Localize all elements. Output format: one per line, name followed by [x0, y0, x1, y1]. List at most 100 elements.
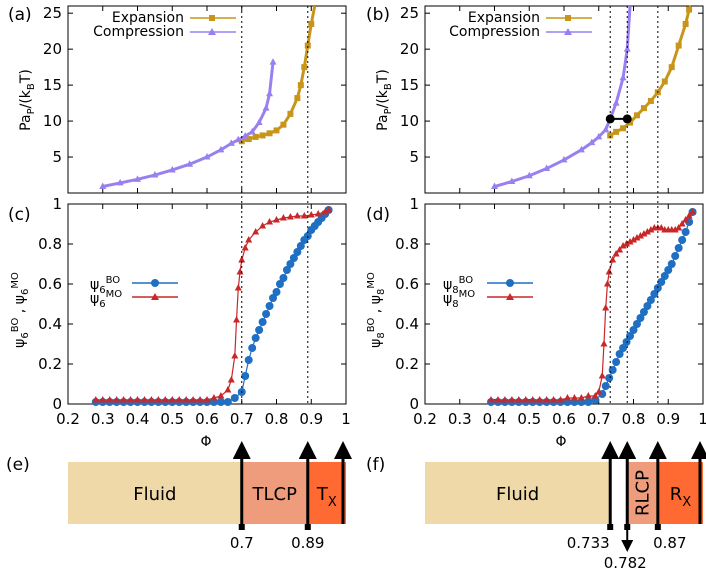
- x-tick-label-c: 0.5: [160, 410, 184, 428]
- data-point-c-1: [233, 316, 241, 323]
- y-tick-label-b: 5: [409, 148, 419, 166]
- y-tick-label-d: 1: [409, 195, 419, 213]
- legend-a-compression-marker: [208, 28, 216, 35]
- x-tick-label-d: 0.5: [517, 410, 541, 428]
- data-point-d-1: [557, 396, 565, 403]
- data-point-c-1: [168, 396, 176, 403]
- data-point-d-0: [632, 320, 641, 328]
- data-point-d-1: [515, 396, 523, 403]
- data-point-c-1: [134, 396, 141, 403]
- panel-label-a: (a): [8, 5, 32, 25]
- y-tick-label-c: 0.4: [38, 315, 62, 333]
- data-point-c-0: [289, 254, 298, 262]
- data-point-d-0: [667, 260, 676, 268]
- data-point-c-1: [227, 376, 235, 383]
- plot-area-a: [99, 5, 317, 190]
- data-point-d-0: [643, 302, 652, 310]
- phase-marker-label: 0.87: [653, 534, 686, 552]
- data-point-a-0: [297, 82, 304, 89]
- data-point-c-1: [127, 396, 135, 403]
- series-line-b-0: [609, 5, 693, 137]
- data-point-b-0: [607, 132, 614, 139]
- data-point-d-0: [612, 358, 621, 366]
- phase-marker-tick: [654, 524, 661, 530]
- phase-region-subscript: X: [328, 495, 337, 510]
- y-tick-label-d: 0.2: [395, 355, 419, 373]
- x-tick-label-c: 0.8: [265, 410, 289, 428]
- x-tick-label-c: 1: [341, 410, 351, 428]
- data-point-c-1: [245, 236, 253, 243]
- data-point-c-0: [230, 394, 239, 402]
- data-point-c-0: [265, 302, 274, 310]
- data-point-c-0: [248, 344, 257, 352]
- data-point-b-1: [508, 177, 516, 184]
- data-point-d-0: [601, 382, 610, 390]
- data-point-c-1: [161, 396, 169, 403]
- data-point-a-1: [217, 145, 225, 153]
- data-point-c-0: [279, 274, 288, 282]
- x-tick-label-d: 0.9: [656, 410, 680, 428]
- data-point-d-1: [508, 396, 516, 403]
- data-point-a-0: [304, 42, 311, 49]
- data-point-d-0: [674, 244, 683, 252]
- y-tick-label-b: 10: [400, 112, 419, 130]
- data-point-d-1: [563, 394, 571, 401]
- data-point-d-1: [570, 394, 578, 401]
- y-axis-label-d: ψ8BO , ψ8MO: [366, 272, 387, 348]
- data-point-d-1: [584, 392, 592, 399]
- data-point-c-1: [203, 396, 211, 403]
- data-point-d-1: [602, 304, 610, 311]
- data-point-d-0: [678, 236, 687, 244]
- data-point-d-0: [626, 332, 635, 340]
- data-point-b-1: [588, 138, 596, 146]
- y-axis-label-b: PaP/(kBT): [375, 69, 394, 131]
- data-point-c-1: [266, 218, 274, 225]
- data-point-c-1: [210, 394, 218, 401]
- data-point-a-0: [266, 130, 273, 137]
- legend-a-expansion-marker: [209, 15, 215, 21]
- data-point-b-0: [627, 119, 634, 126]
- phase-marker-label: 0.733: [567, 534, 610, 552]
- legend-a: Expansion Compression: [93, 10, 236, 40]
- data-point-d-0: [622, 338, 631, 346]
- data-point-d-1: [595, 388, 603, 395]
- data-point-c-1: [189, 396, 197, 403]
- data-point-d-0: [605, 374, 614, 382]
- data-point-c-0: [296, 242, 305, 250]
- phase-region-t: [307, 462, 346, 524]
- data-point-d-1: [487, 396, 495, 403]
- data-point-a-0: [294, 95, 301, 102]
- plot-area-b: [491, 5, 693, 190]
- data-point-c-1: [259, 222, 267, 229]
- data-point-a-0: [280, 121, 287, 128]
- data-point-d-0: [650, 290, 659, 298]
- phase-region-rlcp: [627, 462, 658, 524]
- data-point-d-0: [584, 398, 593, 406]
- legend-c-bo-marker: [151, 279, 159, 287]
- data-point-c-1: [99, 396, 107, 403]
- data-point-d-1: [543, 396, 551, 403]
- data-point-d-0: [671, 252, 680, 260]
- data-point-c-1: [234, 284, 242, 291]
- phase-region-subscript: X: [682, 495, 691, 510]
- data-point-d-1: [643, 228, 651, 235]
- y-tick-label-d: 0.8: [395, 235, 419, 253]
- data-point-d-0: [657, 278, 666, 286]
- panel-label-f: (f): [366, 455, 385, 475]
- phase-region-tlcp: [241, 462, 308, 524]
- x-axis-label-d: Φ: [555, 434, 566, 450]
- series-line-b-1: [494, 5, 632, 188]
- data-point-d-1: [603, 280, 611, 287]
- legend-b: Expansion Compression: [449, 10, 592, 40]
- x-tick-label-c: 0.7: [230, 410, 254, 428]
- data-point-c-1: [252, 228, 260, 235]
- phase-marker-label: 0.782: [604, 554, 647, 570]
- data-point-b-1: [577, 145, 585, 153]
- data-point-c-0: [272, 288, 281, 296]
- data-point-b-0: [682, 20, 689, 27]
- legend-a-compression-label: Compression: [93, 24, 184, 40]
